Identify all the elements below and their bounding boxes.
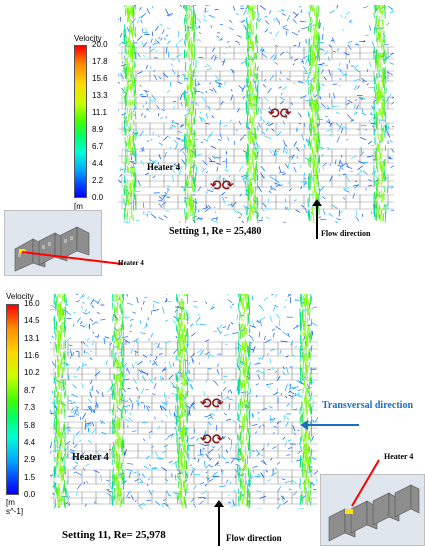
flow-direction-arrow	[214, 500, 224, 546]
legend-tick-label: 1.5	[24, 472, 36, 482]
legend-title: Velocity	[74, 34, 102, 43]
vortex-icon: ⟲⟳	[200, 432, 224, 448]
heater-marker	[19, 249, 25, 253]
figure-caption: Setting 11, Re= 25,978	[62, 529, 166, 541]
bottom-vector-field	[50, 294, 318, 509]
block-array-icon	[321, 475, 424, 545]
legend-tick-label: 7.3	[24, 403, 36, 413]
jet-stream	[53, 294, 67, 509]
jet-stream	[245, 5, 259, 223]
legend-tick-label: 4.4	[24, 437, 36, 447]
jet-stream	[111, 294, 125, 508]
legend-tick-label: 4.4	[92, 159, 104, 168]
heater-marker	[345, 509, 353, 514]
legend-tick-label: 20.0	[92, 40, 108, 49]
legend-tick-label: 0.0	[92, 193, 104, 202]
legend-tick-label: 16.0	[24, 299, 40, 308]
jet-stream	[373, 5, 387, 223]
jet-stream	[307, 5, 321, 223]
legend-title: Velocity	[6, 292, 34, 301]
legend-tick-label: 2.2	[92, 176, 104, 185]
top-panel: Velocity 20.0 17.8 15.6 13.3 11.1 8.9 6.7 4.4 2.…	[4, 5, 394, 276]
vortex-icon: ⟲⟳	[210, 178, 234, 194]
transversal-direction-label: Transversal direction	[322, 400, 414, 411]
flow-direction-label: Flow direction	[226, 533, 282, 543]
velocity-vectors	[50, 294, 318, 509]
top-velocity-plot	[118, 5, 394, 223]
flow-direction-arrow	[312, 199, 322, 239]
geometry-inset	[4, 210, 102, 276]
legend-tick-label: 0.0	[24, 490, 36, 499]
legend-tick-label: 17.8	[92, 57, 108, 66]
bottom-panel: Velocity 16.0 14.5 13.1 11.6 10.2 8.7 7.3 5.8 4.…	[0, 282, 425, 550]
top-vector-field	[118, 5, 394, 223]
legend-tick-label: 5.8	[24, 420, 36, 430]
legend-unit: [m s^-1]	[6, 498, 24, 516]
colorbar	[6, 304, 19, 495]
legend-tick-label: 13.1	[24, 333, 40, 343]
figure-caption: Setting 1, Re = 25,480	[169, 226, 262, 237]
legend-tick-label: 8.9	[92, 125, 104, 134]
legend-tick-label: 2.9	[24, 455, 36, 465]
legend-tick-label: 10.2	[24, 368, 40, 378]
inset-heater-label: Heater 4	[118, 259, 144, 267]
heater-label: Heater 4	[72, 452, 109, 463]
jet-stream	[299, 294, 313, 507]
inset-heater-label: Heater 4	[384, 452, 414, 461]
colorbar	[74, 45, 87, 198]
block-array-icon	[5, 211, 101, 275]
heater-label: Heater 4	[147, 162, 181, 172]
heater-pointer-line	[21, 251, 123, 265]
transversal-direction-arrow	[300, 420, 359, 430]
legend-tick-label: 13.3	[92, 91, 108, 100]
heater-pointer-line	[351, 459, 380, 507]
legend-tick-label: 14.5	[24, 316, 40, 326]
vortex-icon: ⟲⟳	[200, 396, 224, 412]
vortex-icon: ⟲⟳	[268, 106, 292, 122]
legend-tick-label: 6.7	[92, 142, 104, 151]
legend-tick-label: 11.6	[24, 351, 39, 361]
flow-direction-label: Flow direction	[321, 229, 371, 238]
legend-tick-label: 8.7	[24, 385, 36, 395]
geometry-inset	[320, 474, 425, 546]
jet-stream	[123, 5, 137, 223]
jet-stream	[175, 294, 190, 509]
legend-tick-label: 15.6	[92, 74, 108, 83]
jet-stream	[183, 5, 197, 223]
jet-stream	[236, 294, 251, 509]
legend-tick-label: 11.1	[92, 108, 107, 117]
bottom-velocity-plot	[50, 294, 318, 509]
